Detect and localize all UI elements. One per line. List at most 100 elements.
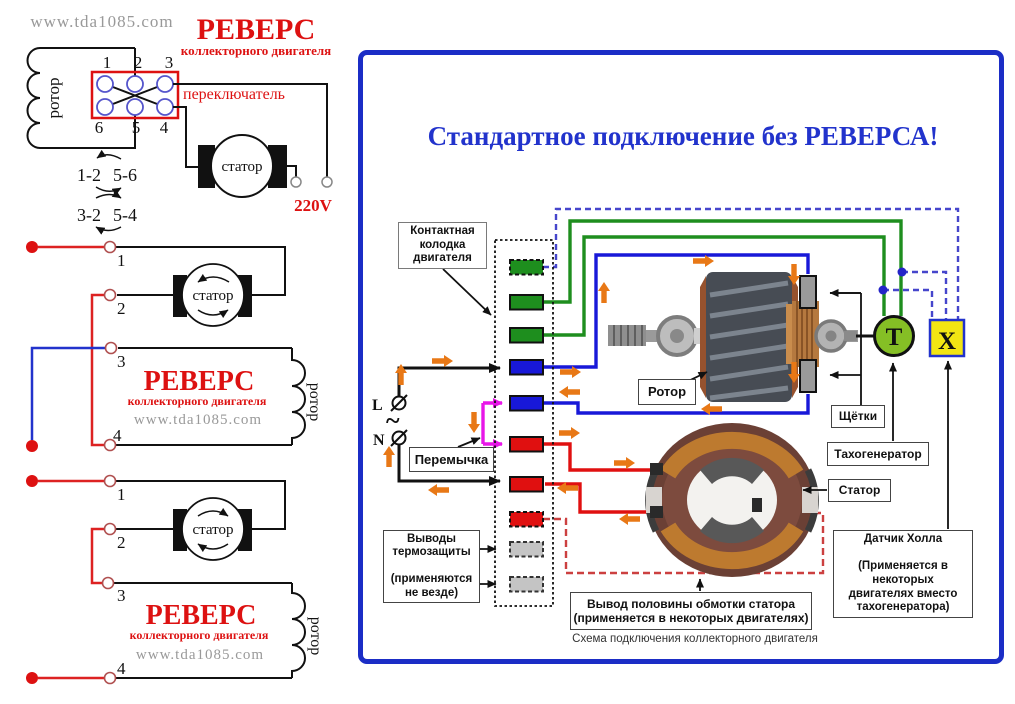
- brush-bottom: [799, 359, 817, 393]
- red-wire: [38, 527, 104, 680]
- line-text: L: [372, 397, 383, 414]
- terminal-red: [509, 476, 544, 493]
- stator-text: статор: [192, 522, 233, 538]
- tachogenerator-label: Тахогенератор: [827, 442, 929, 466]
- rotation-arc: [197, 543, 229, 553]
- left-middle-reverse-diagram: ротор статор 1 2 3 4 РЕВЕРС коллекторног…: [26, 240, 323, 452]
- pin-number: 4: [160, 118, 169, 137]
- stator-wires: [543, 442, 658, 514]
- supply-dot: [26, 475, 38, 487]
- black-wires: [114, 480, 292, 679]
- supply-dot: [26, 672, 38, 684]
- black-wires: [116, 246, 292, 446]
- hall-symbol-text: X: [938, 328, 956, 355]
- wire: [173, 83, 328, 177]
- flow-arrow: [598, 282, 610, 303]
- hall-sensor-label: Датчик Холла (Применяется в некоторых дв…: [833, 530, 973, 618]
- rotation-arc: [197, 507, 229, 517]
- terminal-number: 4: [117, 659, 126, 678]
- terminal-red: [509, 436, 544, 453]
- neutral-text: N: [373, 432, 385, 449]
- rotation-arc: [197, 309, 229, 319]
- rotation-arc: [96, 149, 122, 160]
- terminal-number: 1: [117, 251, 126, 270]
- stator-symbol: статор: [173, 263, 252, 327]
- revers-title: РЕВЕРС: [197, 13, 316, 46]
- terminal-gray-dashed: [509, 541, 544, 558]
- left-top-reverse-diagram: www.tda1085.com РЕВЕРС коллекторного дви…: [26, 12, 333, 235]
- terminal-gray-dashed: [509, 576, 544, 593]
- neutral-wire: [397, 445, 501, 486]
- rotation-arc: [197, 273, 230, 283]
- rotor-text: ротор: [44, 78, 63, 119]
- rotation-arc: [95, 186, 122, 196]
- terminal-blue: [509, 395, 544, 412]
- junction-dot: [897, 267, 907, 277]
- ac-symbol: ~: [386, 406, 400, 435]
- terminal-block: [494, 239, 554, 607]
- flow-arrow: [395, 364, 407, 385]
- stator-text: статор: [192, 288, 233, 304]
- rotor-coil: [291, 348, 306, 445]
- combo-text: 5-4: [113, 205, 137, 225]
- half-winding-label: Вывод половины обмотки статора (применяе…: [570, 592, 812, 630]
- hall-sensor-wires: [543, 207, 960, 320]
- hall-sensor-symbol: X: [928, 318, 966, 358]
- flow-arrow: [432, 355, 453, 367]
- panel-title: Стандартное подключение без РЕВЕРСА!: [427, 121, 939, 151]
- flow-arrow: [693, 255, 714, 267]
- stator-photo: [645, 423, 819, 577]
- terminal-block-label: Контактная колодка двигателя: [398, 222, 487, 269]
- terminal-green-dashed: [509, 259, 544, 276]
- line-wire: [397, 363, 501, 396]
- combo-text: 1-2: [77, 165, 101, 185]
- mains-terminal: [321, 176, 333, 188]
- left-bottom-reverse-diagram: ротор статор 1 2 3 4 РЕВЕРС коллекторног…: [26, 474, 324, 685]
- revers-title: РЕВЕРС: [146, 600, 257, 631]
- terminal-red-dashed: [509, 511, 544, 528]
- terminal-number: 2: [117, 533, 126, 552]
- flow-arrow: [559, 427, 580, 439]
- red-wire: [90, 293, 105, 447]
- rotor-coil: [291, 583, 306, 678]
- flow-arrow: [788, 362, 800, 383]
- terminal-block-arrow: [442, 268, 492, 316]
- website-text: www.tda1085.com: [134, 412, 262, 428]
- label-arrows: [442, 268, 952, 591]
- jumper-label: Перемычка: [409, 447, 494, 472]
- rotor-wires: [543, 253, 810, 415]
- flow-arrow: [614, 457, 635, 469]
- pin-number: 1: [103, 53, 112, 72]
- rotor-text: ротор: [307, 617, 324, 656]
- flow-arrow: [701, 403, 722, 415]
- contact-slash: [390, 429, 408, 447]
- junction-dot: [878, 285, 888, 295]
- revers-title: РЕВЕРС: [144, 366, 255, 397]
- tacho-wires: [543, 219, 903, 337]
- flow-arrow: [559, 386, 580, 398]
- combo-text: 3-2: [77, 205, 101, 225]
- terminal-number: 3: [117, 586, 126, 605]
- tachogenerator-symbol: Т: [873, 315, 915, 357]
- stator-symbol: статор: [198, 134, 287, 198]
- brush-top: [799, 275, 817, 309]
- flow-arrow: [428, 484, 449, 496]
- wire: [287, 165, 297, 177]
- rotation-arc: [95, 190, 122, 199]
- switch-pins: [96, 75, 174, 116]
- pin-number: 6: [95, 118, 104, 137]
- pin-number: 5: [132, 118, 141, 137]
- reverse-switch: 1 2 3 6 5 4: [90, 53, 180, 137]
- revers-subtitle: коллекторного двигателя: [130, 628, 269, 642]
- tacho-symbol-text: Т: [886, 324, 903, 351]
- flow-arrow: [788, 264, 800, 285]
- terminal-circles: [101, 474, 117, 685]
- supply-dot: [26, 241, 38, 253]
- rotor-label: Ротор: [638, 379, 696, 405]
- terminal-circles: [103, 240, 118, 452]
- terminal-blue: [509, 359, 544, 376]
- flow-arrow: [557, 482, 578, 494]
- half-winding-wire: [543, 511, 825, 575]
